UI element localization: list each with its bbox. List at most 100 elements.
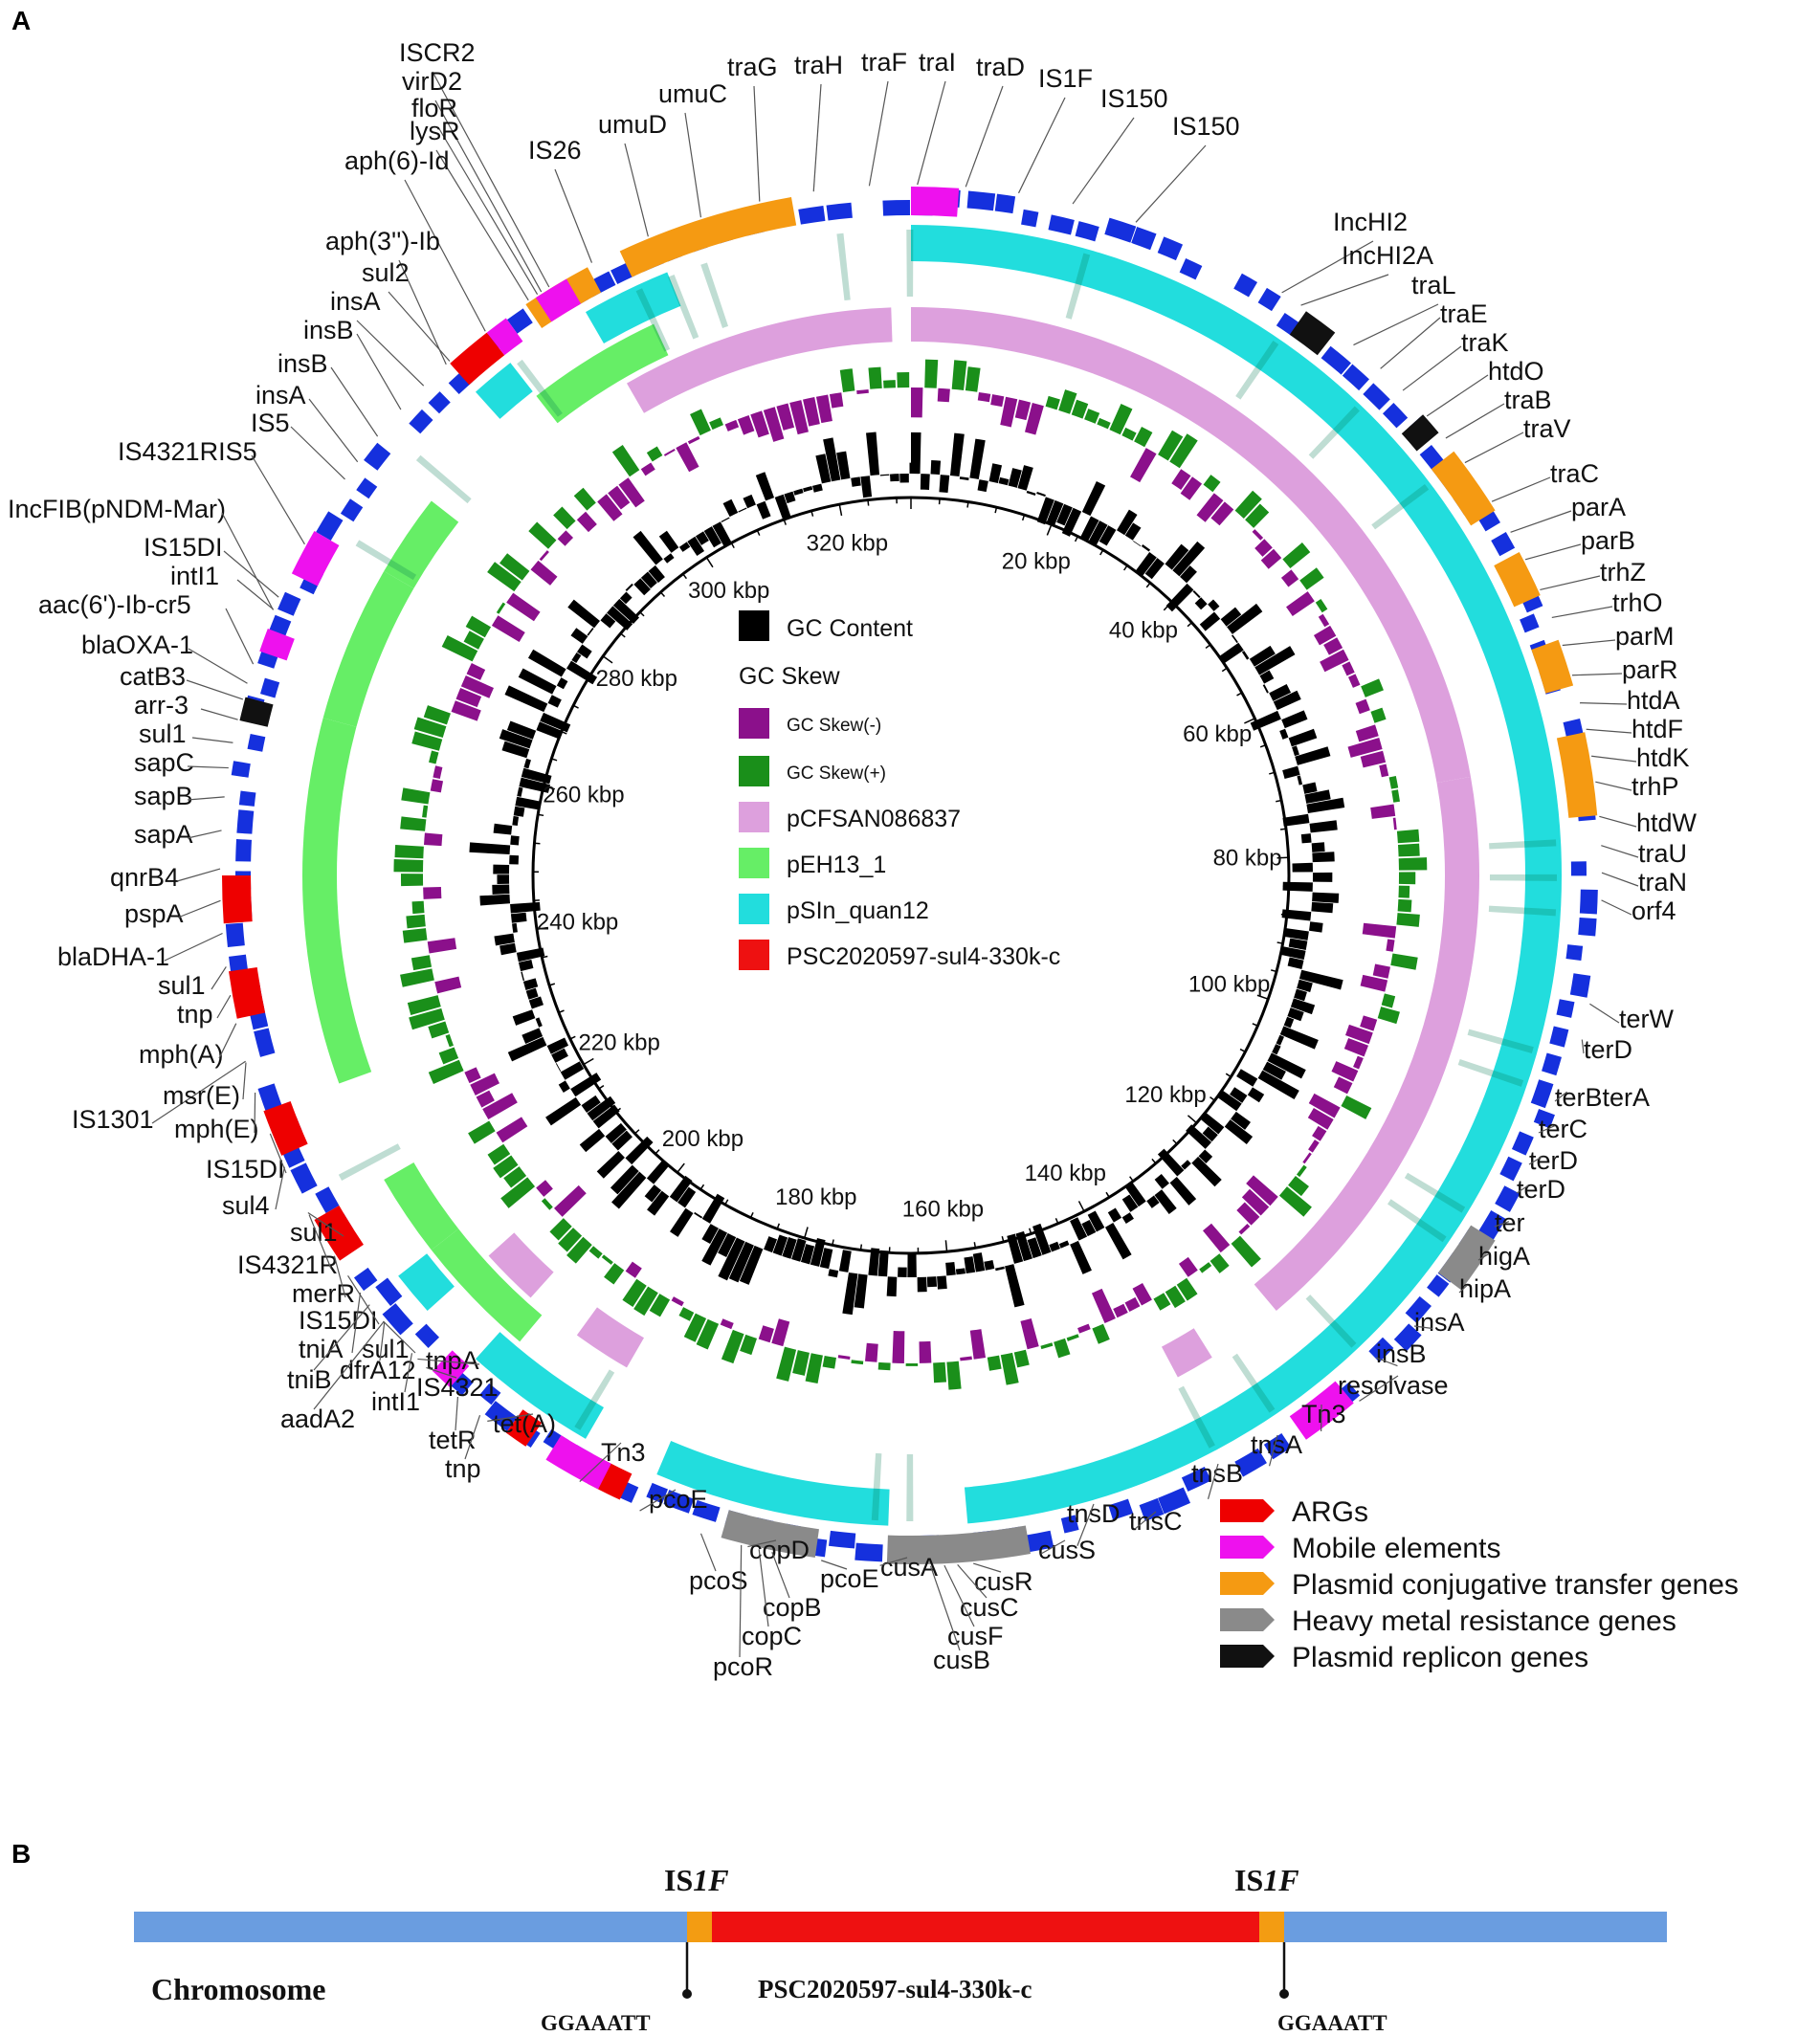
- gc-skew-pos-bar: [604, 1263, 625, 1285]
- legend-swatch-psc: [739, 940, 769, 970]
- gene-label: aac(6')-Ib-cr5: [38, 590, 191, 619]
- gene-label: IS1F: [1038, 64, 1093, 93]
- gc-skew-pos-bar: [633, 1286, 658, 1317]
- scale-tick: [543, 786, 555, 790]
- gene-label: cusB: [933, 1646, 990, 1674]
- gc-skew-pos-bar: [678, 1307, 695, 1321]
- gc-skew-pos-bar: [487, 562, 522, 592]
- gc-content-bar: [1154, 1173, 1169, 1189]
- cds-block: [428, 391, 451, 414]
- cds-block: [484, 1401, 518, 1431]
- gene-label: insA: [1414, 1308, 1465, 1337]
- gene-leader-line: [308, 1214, 332, 1270]
- gene-leader-line: [455, 1396, 459, 1431]
- scale-tick: [730, 542, 735, 549]
- cds-block: [1257, 287, 1281, 312]
- gc-content-bar: [513, 806, 525, 817]
- gc-content-bar: [507, 1036, 547, 1062]
- cds-block: [1157, 236, 1184, 261]
- gc-content-bar: [815, 454, 832, 484]
- gc-skew-neg-bar: [789, 400, 809, 435]
- gc-skew-neg-bar: [1252, 529, 1264, 541]
- gc-content-bar: [611, 1171, 647, 1209]
- cds-block: [1321, 345, 1352, 375]
- category-arrow-args: [1220, 1499, 1275, 1522]
- gene-leader-line: [1580, 702, 1628, 705]
- panel-b-label: B: [11, 1839, 32, 1869]
- gc-content-bar: [898, 1267, 907, 1277]
- gc-content-bar: [1290, 998, 1316, 1015]
- gc-content-bar: [1273, 690, 1301, 711]
- gc-skew-pos-bar: [851, 1360, 864, 1365]
- legend-label-gc-content: GC Content: [787, 615, 913, 642]
- gc-skew-pos-bar: [407, 995, 441, 1015]
- gene-leader-line: [1477, 1252, 1490, 1261]
- peh13-ring: [322, 571, 414, 727]
- gc-skew-pos-bar: [1296, 1164, 1307, 1178]
- scale-tick: [756, 529, 761, 536]
- identity-gap: [1232, 1353, 1276, 1413]
- gc-content-bar: [701, 1224, 719, 1245]
- gc-content-bar: [1287, 1007, 1304, 1022]
- gc-content-bar: [497, 874, 510, 885]
- gc-content-bar: [836, 451, 851, 480]
- gene-leader-line: [1599, 815, 1637, 828]
- identity-gap: [668, 274, 699, 340]
- gene-leader-line: [739, 1544, 743, 1658]
- gene-leader-line: [1595, 781, 1632, 791]
- gene-leader-line: [929, 1565, 961, 1651]
- gc-skew-pos-bar: [946, 1361, 962, 1390]
- cds-block: [247, 733, 266, 752]
- gene-label: traF: [861, 48, 907, 77]
- cds-block: [1549, 1026, 1569, 1048]
- gc-content-bar: [1121, 1212, 1134, 1224]
- gene-leader-line: [1134, 1511, 1157, 1530]
- cds-block: [1533, 1109, 1555, 1129]
- gc-content-bar: [1199, 611, 1221, 631]
- gene-label: intI1: [170, 562, 219, 590]
- gene-label: IS4321R: [237, 1250, 338, 1279]
- gc-content-bar: [774, 494, 791, 520]
- gc-skew-pos-bar: [683, 1313, 707, 1342]
- gene-leader-line: [435, 149, 529, 301]
- legend-swatch-gc-skew-pos: [739, 756, 769, 786]
- gc-content-bar: [571, 652, 582, 664]
- gc-content-bar: [1311, 842, 1325, 852]
- scale-tick: [682, 573, 687, 580]
- gene-leader-line: [434, 100, 543, 293]
- gc-skew-pos-bar: [1176, 1277, 1198, 1301]
- gc-skew-neg-bar: [671, 1296, 684, 1307]
- gc-content-bar: [1281, 710, 1308, 729]
- gene-label: IS150: [1172, 112, 1240, 141]
- gc-skew-pos-bar: [877, 1361, 891, 1371]
- gene-label: copB: [763, 1593, 822, 1622]
- gc-skew-pos-bar: [441, 634, 478, 662]
- gene-leader-line: [917, 80, 946, 186]
- gc-content-bar: [890, 474, 899, 482]
- gene-leader-line: [225, 608, 255, 665]
- gc-content-bar: [581, 1095, 601, 1114]
- gene-label: cusF: [947, 1622, 1004, 1650]
- chromosome-bar-right: [1284, 1912, 1667, 1942]
- gc-content-bar: [1312, 852, 1335, 863]
- gene-leader-line: [383, 1320, 416, 1354]
- gene-label: insB: [277, 349, 328, 378]
- gene-label: pspA: [124, 899, 184, 928]
- feature-block: [1401, 414, 1439, 452]
- gc-content-bar: [810, 1237, 826, 1267]
- scale-tick: [1252, 1023, 1258, 1027]
- cds-block: [1139, 1497, 1165, 1521]
- identity-gap: [1387, 1199, 1447, 1243]
- gc-content-bar: [695, 531, 709, 545]
- gc-content-bar: [523, 758, 531, 769]
- gc-skew-neg-bar: [1308, 1093, 1341, 1118]
- gene-leader-line: [487, 1413, 534, 1422]
- gc-content-bar: [600, 613, 616, 629]
- gene-leader-line: [187, 796, 225, 801]
- gc-content-bar: [547, 695, 562, 708]
- gc-content-bar: [509, 854, 520, 865]
- gc-skew-pos-bar: [1396, 829, 1420, 844]
- kbp-label: 200 kbp: [662, 1126, 744, 1152]
- feature-block: [263, 1100, 308, 1156]
- insert-plasmid-bar: [712, 1912, 1259, 1942]
